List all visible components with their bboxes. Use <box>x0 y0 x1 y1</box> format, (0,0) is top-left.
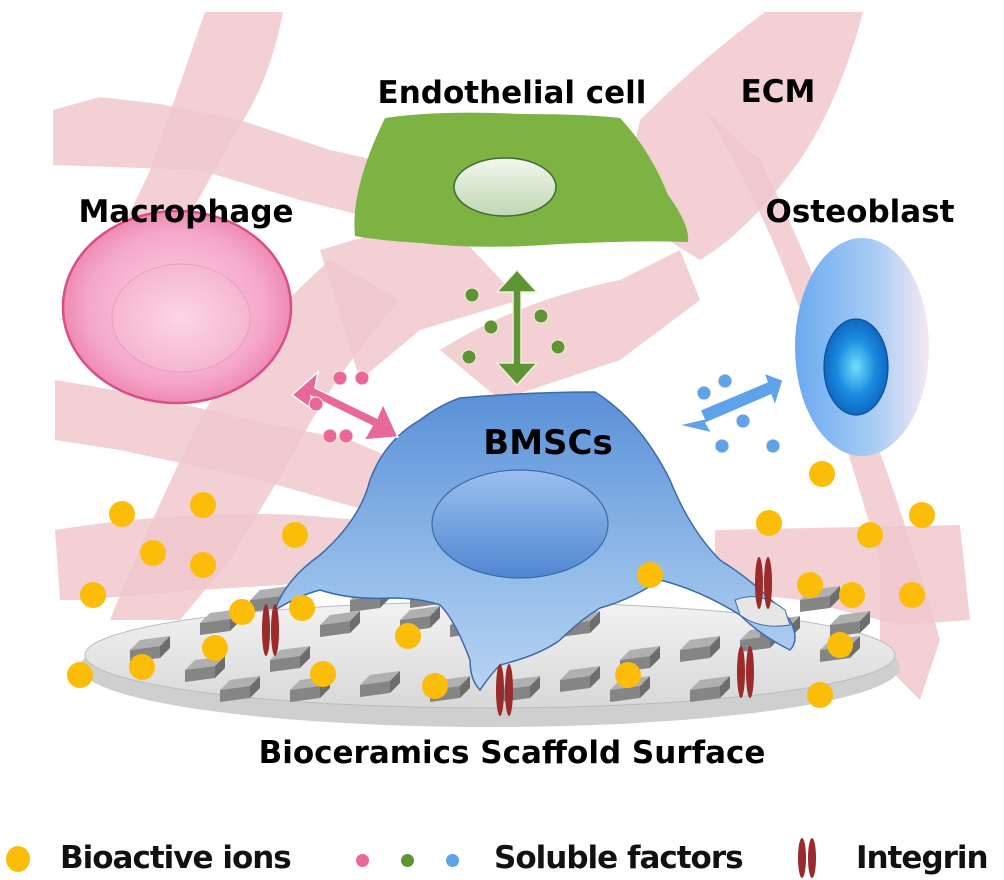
scaffold-block <box>690 676 730 690</box>
integrin-icon <box>737 646 754 698</box>
legend-factor-blue-icon <box>446 854 459 867</box>
bioactive-ion <box>839 582 865 608</box>
soluble-factor-dot <box>338 428 354 444</box>
bioactive-ion <box>202 635 228 661</box>
bioactive-ion <box>809 461 835 487</box>
scaffold-block <box>620 646 660 660</box>
soluble-factor-dot <box>765 438 781 454</box>
scaffold-block <box>360 671 400 685</box>
bioactive-ion <box>857 522 883 548</box>
ecm-fiber <box>620 12 863 260</box>
scaffold-block <box>830 611 870 625</box>
scaffold-block <box>560 666 600 680</box>
ecm-fiber <box>110 260 400 620</box>
soluble-factor-dot <box>717 373 733 389</box>
legend-factor-pink-icon <box>356 854 369 867</box>
soluble-factor-dot <box>461 349 477 365</box>
soluble-factor-dot <box>464 287 480 303</box>
bioactive-ion <box>80 582 106 608</box>
bioactive-ion <box>282 522 308 548</box>
bioactive-ion <box>289 595 315 621</box>
legend-integrin-icon <box>798 838 816 878</box>
bioactive-ion <box>807 682 833 708</box>
bioactive-ion <box>395 623 421 649</box>
legend-ions-label: Bioactive ions <box>60 840 292 876</box>
bioactive-ion <box>756 510 782 536</box>
ecm-fiber <box>320 215 520 380</box>
bioactive-ion <box>310 661 336 687</box>
bioactive-ion <box>899 582 925 608</box>
bioactive-ions <box>67 461 935 708</box>
integrin-icon <box>496 664 513 716</box>
soluble-factor-dot <box>550 339 566 355</box>
bioactive-ion <box>190 492 216 518</box>
label-endothelial-cell: Endothelial cell <box>378 75 647 111</box>
bioactive-ion <box>909 502 935 528</box>
soluble-factor-dot <box>322 428 338 444</box>
bioactive-ion <box>637 562 663 588</box>
bioactive-ion <box>109 501 135 527</box>
arrow-bmsc-osteoblast <box>677 371 784 435</box>
scaffold-block <box>220 676 260 690</box>
scaffold-block <box>680 636 720 650</box>
soluble-factor-dot <box>483 319 499 335</box>
bioactive-ion <box>797 572 823 598</box>
scaffold-block <box>320 611 360 625</box>
label-bmsc: BMSCs <box>483 423 612 463</box>
soluble-factor-dot <box>735 413 751 429</box>
bioactive-ion <box>422 673 448 699</box>
soluble-factor-dot <box>354 370 370 386</box>
label-osteoblast: Osteoblast <box>766 194 955 230</box>
bioactive-ion <box>190 552 216 578</box>
bioactive-ion <box>827 632 853 658</box>
legend-factors-label: Soluble factors <box>494 840 744 876</box>
bioactive-ion <box>615 662 641 688</box>
osteoblast-cell <box>795 238 929 456</box>
integrin-icon <box>262 604 279 656</box>
bioactive-ion <box>129 654 155 680</box>
endothelial-nucleus <box>453 157 557 217</box>
bioactive-ion <box>140 540 166 566</box>
soluble-factor-dot <box>308 396 324 412</box>
integrins <box>262 557 772 716</box>
soluble-factor-dot <box>714 438 730 454</box>
bmsc-nucleus <box>431 469 609 579</box>
integrin-icon <box>755 557 772 609</box>
endothelial-cell <box>354 112 689 247</box>
soluble-factors <box>308 287 781 454</box>
soluble-factor-dot <box>332 370 348 386</box>
scaffold-block <box>270 646 310 660</box>
bioactive-ion <box>229 599 255 625</box>
macrophage-cell <box>61 209 293 405</box>
legend-ion-icon <box>6 846 30 872</box>
soluble-factor-dot <box>533 308 549 324</box>
legend-factor-green-icon <box>401 854 414 867</box>
bioactive-ion <box>67 662 93 688</box>
legend: Bioactive ions Soluble factors Integrin <box>0 836 1004 880</box>
scaffold-block <box>400 606 440 620</box>
bmsc-cell <box>273 391 796 692</box>
label-scaffold: Bioceramics Scaffold Surface <box>259 735 766 771</box>
label-ecm: ECM <box>741 74 816 110</box>
label-macrophage: Macrophage <box>78 194 293 230</box>
macrophage-nucleus <box>111 263 251 373</box>
legend-integrin-label: Integrin <box>856 840 989 876</box>
scaffold-block <box>130 636 170 650</box>
arrow-endothelial-bmsc <box>495 268 539 387</box>
scaffold-block <box>250 586 290 600</box>
osteoblast-nucleus <box>823 318 889 416</box>
soluble-factor-dot <box>696 385 712 401</box>
ecm-fiber <box>53 97 420 230</box>
